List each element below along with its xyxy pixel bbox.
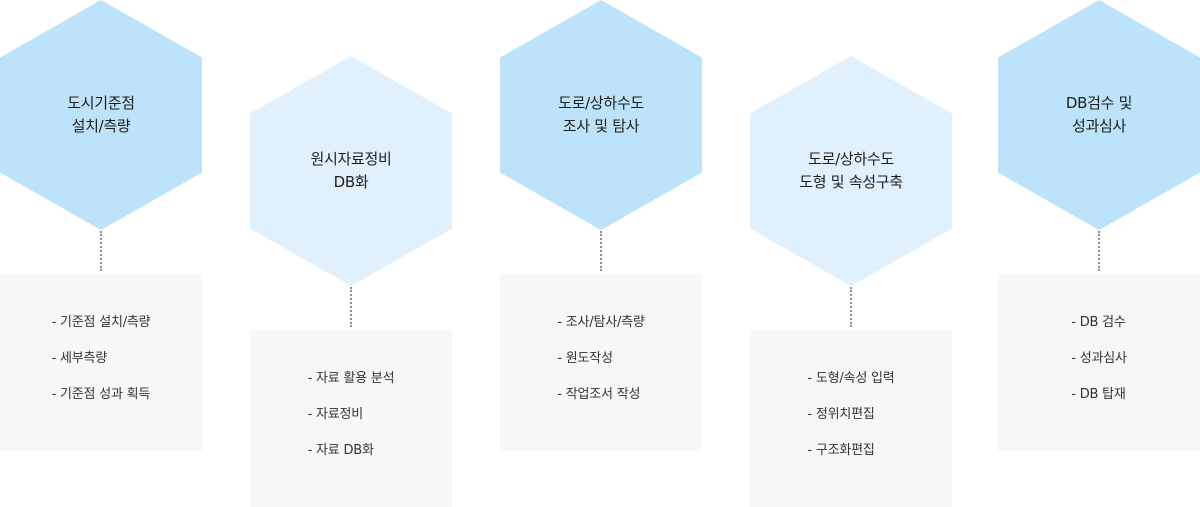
step-2-item: - 자료정비 bbox=[307, 407, 364, 422]
step-5-connector bbox=[1098, 231, 1100, 271]
step-5-title-line-1: DB검수 및 bbox=[1065, 94, 1133, 112]
step-3-item: - 조사/탐사/측량 bbox=[557, 315, 645, 330]
step-1-title-line-1: 도시기준점 bbox=[67, 94, 135, 112]
step-3-item: - 작업조서 작성 bbox=[557, 387, 641, 402]
step-4-detail-box: - 도형/속성 입력 - 정위치편집 - 구조화편집 bbox=[750, 330, 952, 507]
step-5-detail-box: - DB 검수 - 성과심사 - DB 탑재 bbox=[998, 274, 1200, 451]
step-4-item: - 정위치편집 bbox=[807, 407, 875, 422]
step-3-item: - 원도작성 bbox=[557, 351, 613, 366]
step-5-item: - DB 탑재 bbox=[1071, 387, 1126, 402]
step-1-item: - 기준점 성과 획득 bbox=[51, 387, 151, 402]
step-1-hexagon: 도시기준점 설치/측량 bbox=[0, 0, 202, 230]
step-5-hexagon: DB검수 및 성과심사 bbox=[998, 0, 1200, 230]
step-2-connector bbox=[350, 287, 352, 327]
step-2-item: - 자료 DB화 bbox=[307, 443, 374, 458]
step-5-title-line-2: 성과심사 bbox=[1071, 117, 1126, 135]
step-2-title-line-2: DB화 bbox=[333, 173, 369, 191]
step-3-connector bbox=[600, 231, 602, 271]
step-4-title-line-1: 도로/상하수도 bbox=[808, 150, 894, 168]
step-4-hexagon: 도로/상하수도 도형 및 속성구축 bbox=[750, 56, 952, 286]
step-5-item: - DB 검수 bbox=[1071, 315, 1126, 330]
step-2-hexagon: 원시자료정비 DB화 bbox=[250, 56, 452, 286]
step-1-detail-box: - 기준점 설치/측량 - 세부측량 - 기준점 성과 획득 bbox=[0, 274, 202, 451]
step-1-title-line-2: 설치/측량 bbox=[71, 117, 131, 135]
step-3-title-line-1: 도로/상하수도 bbox=[558, 94, 644, 112]
step-5-item: - 성과심사 bbox=[1071, 351, 1127, 366]
step-3-hexagon: 도로/상하수도 조사 및 탐사 bbox=[500, 0, 702, 230]
step-1-connector bbox=[100, 231, 102, 271]
step-2-detail-box: - 자료 활용 분석 - 자료정비 - 자료 DB화 bbox=[250, 330, 452, 507]
step-3-detail-box: - 조사/탐사/측량 - 원도작성 - 작업조서 작성 bbox=[500, 274, 702, 451]
step-2-title-line-1: 원시자료정비 bbox=[310, 150, 392, 168]
step-4-item: - 도형/속성 입력 bbox=[807, 371, 895, 386]
step-2-item: - 자료 활용 분석 bbox=[307, 371, 395, 386]
step-3-title-line-2: 조사 및 탐사 bbox=[562, 117, 640, 135]
step-4-connector bbox=[850, 287, 852, 327]
step-4-title-line-2: 도형 및 속성구축 bbox=[799, 173, 903, 191]
step-4-item: - 구조화편집 bbox=[807, 443, 875, 458]
step-1-item: - 기준점 설치/측량 bbox=[51, 315, 151, 330]
step-1-item: - 세부측량 bbox=[51, 351, 108, 366]
